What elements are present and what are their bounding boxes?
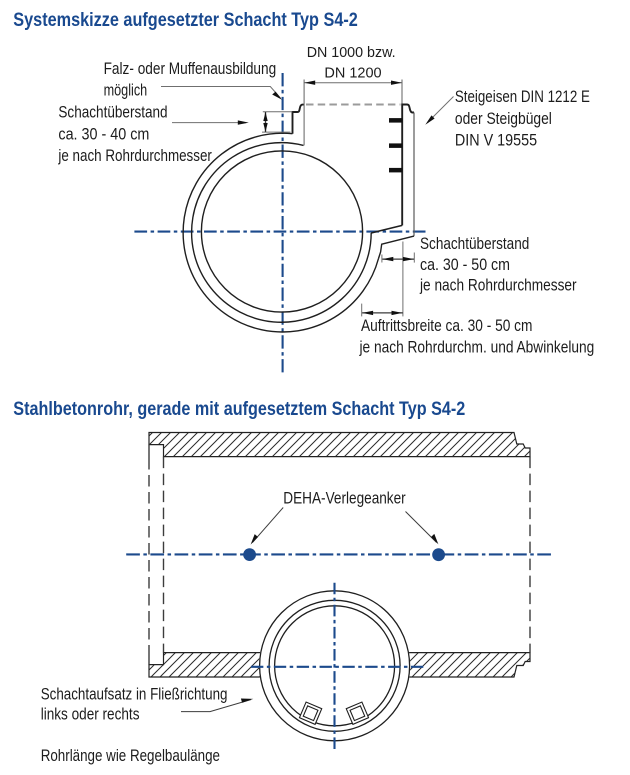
svg-text:links oder rechts: links oder rechts [41,706,140,724]
svg-text:ca. 30 - 40 cm: ca. 30 - 40 cm [58,125,149,143]
svg-text:je nach Rohrdurchm. und Abwin: je nach Rohrdurchm. und Abwinkelung [359,338,595,356]
svg-text:Stahlbetonrohr, gerade mit auf: Stahlbetonrohr, gerade mit aufgesetztem … [13,398,465,420]
svg-text:DEHA-Verlegeanker: DEHA-Verlegeanker [283,489,406,507]
svg-text:Schachtüberstand: Schachtüberstand [58,104,167,122]
svg-text:Systemskizze aufgesetzter Scha: Systemskizze aufgesetzter Schacht Typ S4… [13,9,358,31]
svg-text:Rohrlänge wie Regelbaulänge: Rohrlänge wie Regelbaulänge [41,747,220,765]
svg-text:ca. 30 - 50 cm: ca. 30 - 50 cm [420,256,510,274]
svg-text:Schachtüberstand: Schachtüberstand [420,235,529,253]
svg-text:je nach Rohrdurchmesser: je nach Rohrdurchmesser [58,147,213,165]
svg-text:DN 1000 bzw.: DN 1000 bzw. [307,44,396,61]
svg-text:Steigeisen DIN 1212 E: Steigeisen DIN 1212 E [455,88,590,106]
svg-text:Schachtaufsatz in Fließrichtun: Schachtaufsatz in Fließrichtung [41,686,228,704]
svg-text:DIN V 19555: DIN V 19555 [455,132,537,150]
svg-text:DN 1200: DN 1200 [324,65,381,82]
svg-text:je nach Rohrdurchmesser: je nach Rohrdurchmesser [419,277,577,295]
svg-text:Falz- oder Muffenausbildung: Falz- oder Muffenausbildung [104,60,277,78]
svg-text:möglich: möglich [104,82,148,100]
svg-text:Auftrittsbreite ca. 30 - 50 cm: Auftrittsbreite ca. 30 - 50 cm [361,317,532,335]
svg-text:oder Steigbügel: oder Steigbügel [455,110,552,128]
